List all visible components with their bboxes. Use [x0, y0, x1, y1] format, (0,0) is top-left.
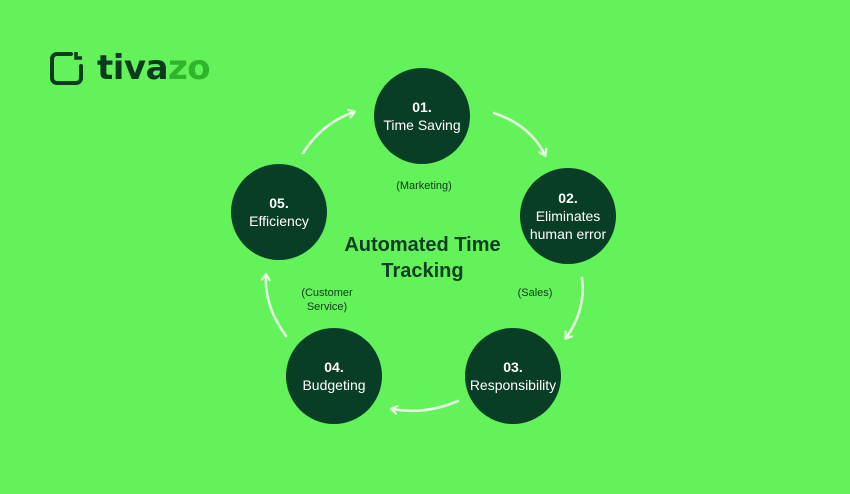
arrow-01-to-02 [492, 111, 545, 155]
step-label: Time Saving [383, 117, 461, 133]
arrow-05-to-01 [301, 112, 354, 155]
arrow-03-to-04 [392, 399, 460, 411]
arrow-02-to-03 [566, 276, 584, 338]
step-01-node: 01. Time Saving [374, 68, 470, 164]
step-label: Budgeting [302, 377, 366, 393]
brand-logo: tivazo [49, 48, 211, 88]
step-label: Efficiency [249, 213, 309, 229]
step-03-node: 03. Responsibility [465, 328, 561, 424]
diagram-title: Automated Time Tracking [344, 234, 501, 282]
step-number: 04. [324, 359, 344, 375]
step-label-line2: human error [529, 226, 607, 242]
step-label: Eliminates [535, 208, 601, 224]
logo-mark-icon [49, 50, 85, 86]
step-number: 01. [412, 99, 432, 115]
step-05-node: 05. Efficiency [231, 164, 327, 260]
step-number: 02. [558, 190, 578, 206]
brand-name: tivazo [97, 48, 211, 88]
step-number: 05. [269, 195, 289, 211]
note-customer-service: (Customer Service) [301, 287, 353, 313]
step-04-node: 04. Budgeting [286, 328, 382, 424]
step-02-node: 02. Eliminates human error [520, 168, 616, 264]
note-marketing: (Marketing) [396, 180, 452, 192]
note-sales: (Sales) [517, 287, 553, 299]
arrow-04-to-05 [266, 275, 288, 338]
step-number: 03. [503, 359, 523, 375]
step-label: Responsibility [469, 377, 557, 393]
